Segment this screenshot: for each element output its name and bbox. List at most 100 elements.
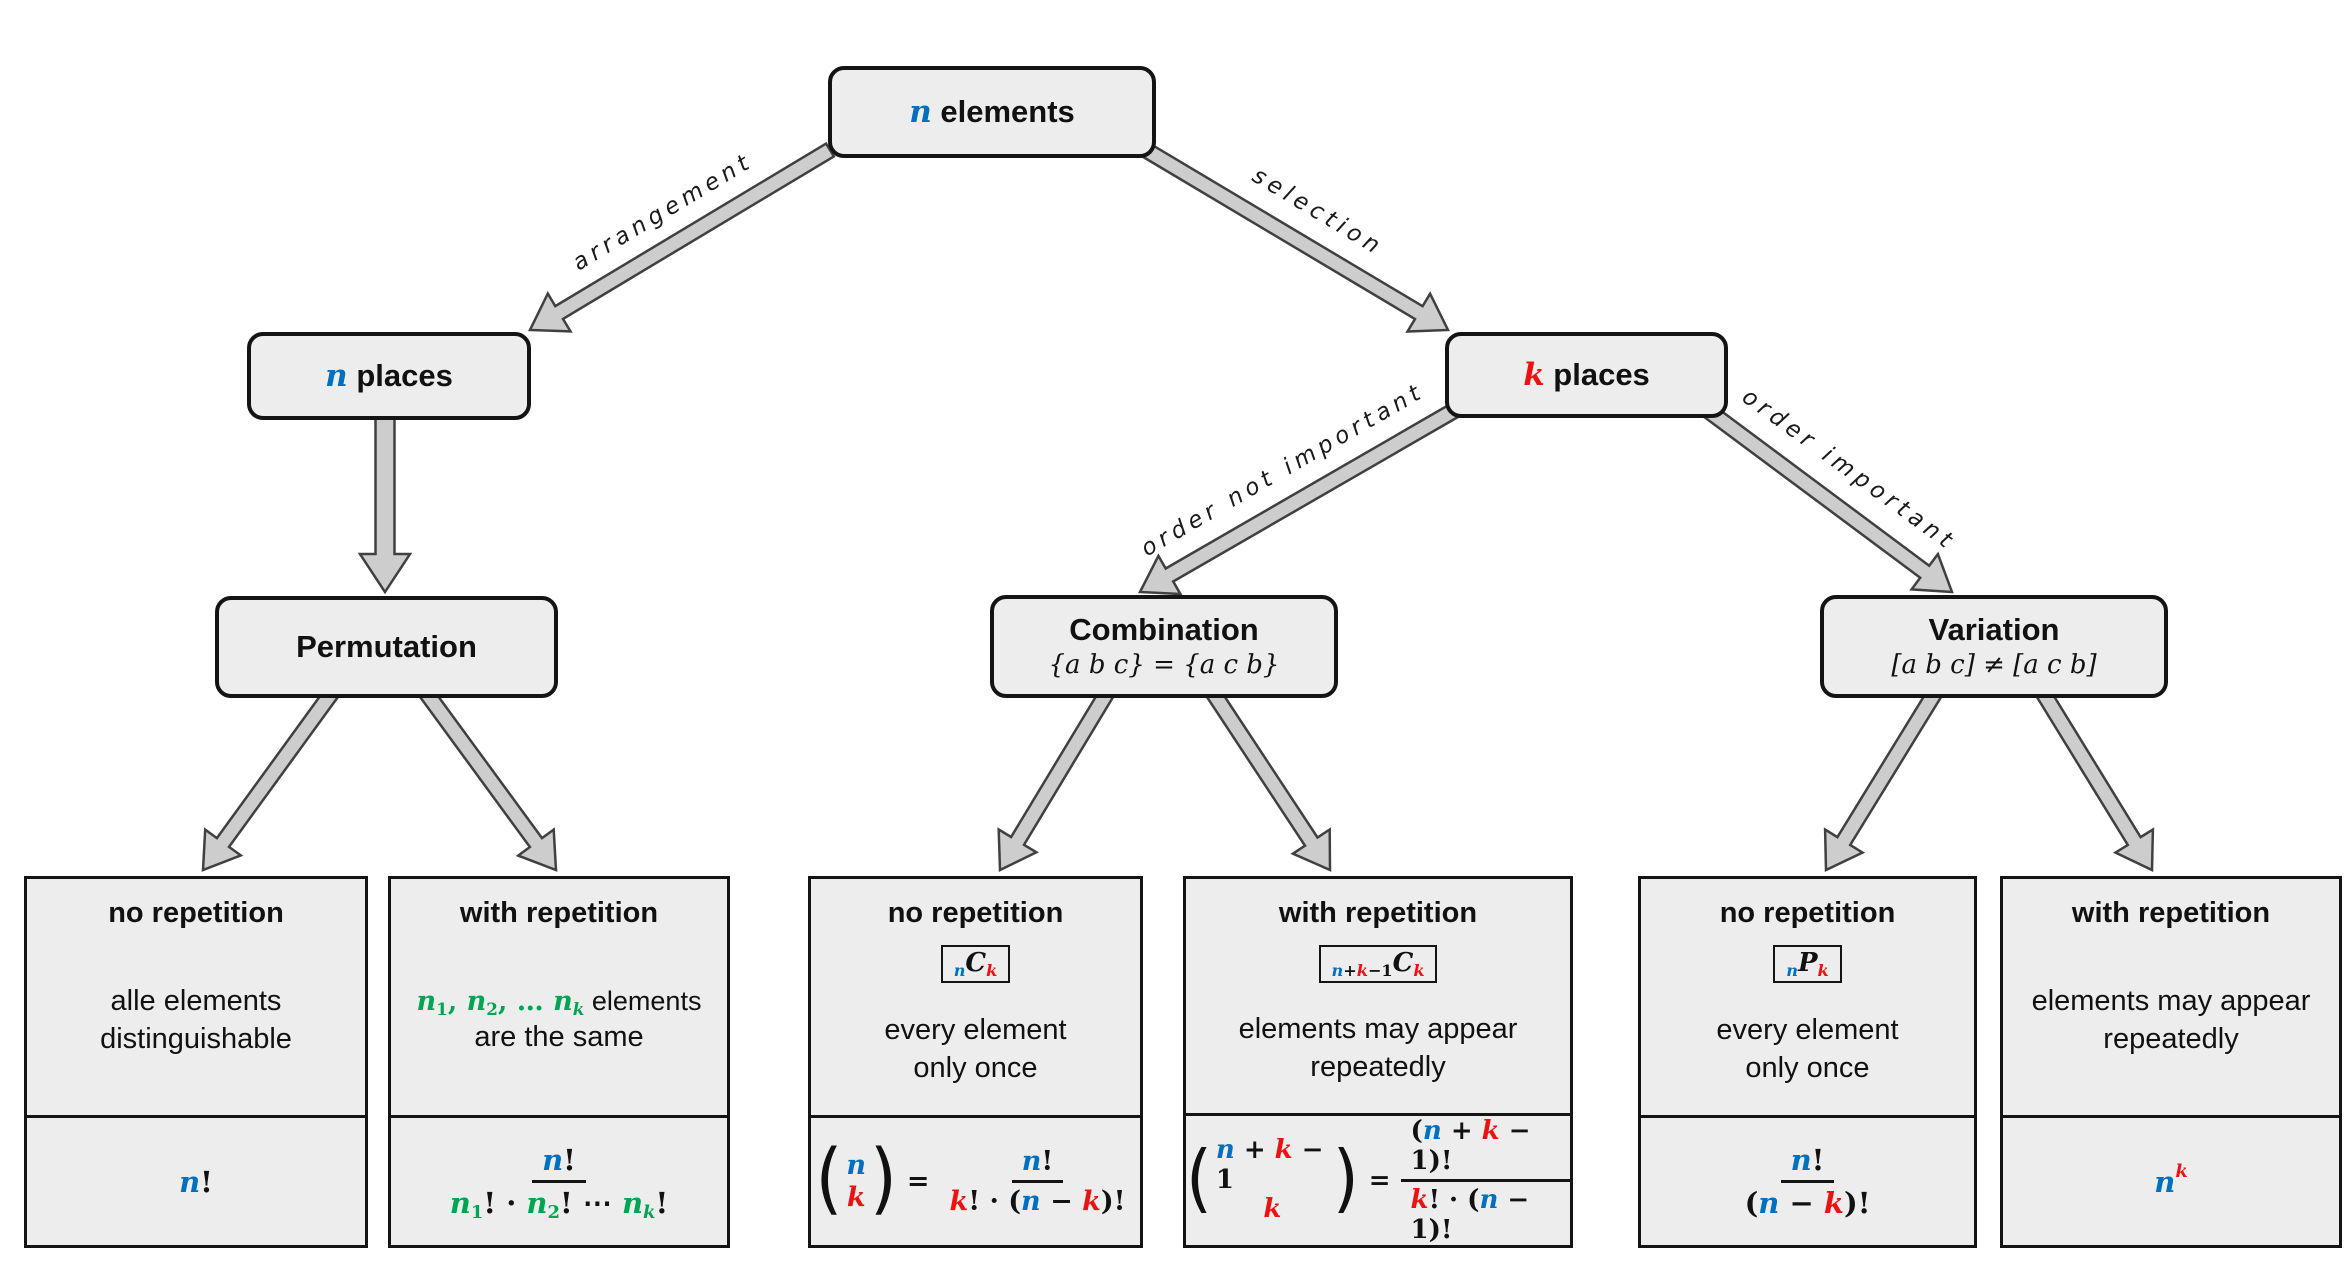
leaf-header: no repetition bbox=[887, 897, 1064, 929]
fraction-numerator: (n + k − 1)! bbox=[1400, 1116, 1570, 1182]
fraction-denominator: n1! · n2! ⋯ nk! bbox=[449, 1186, 669, 1224]
desc-line: repeatedly bbox=[2103, 1022, 2239, 1055]
leaf-header: with repetition bbox=[459, 897, 659, 929]
fraction-numerator: n! bbox=[1011, 1146, 1064, 1183]
badge-nCk: nCk bbox=[940, 945, 1011, 983]
binomial-top: n + k − 1 bbox=[1215, 1134, 1324, 1195]
leaf-upper: with repetition n+k−1Ck elements may app… bbox=[1186, 879, 1570, 1116]
leaf-lower: n! (n − k)! bbox=[1641, 1118, 1974, 1245]
fraction: (n + k − 1)! k! · (n − 1)! bbox=[1400, 1116, 1570, 1245]
node-k-places-label: k places bbox=[1523, 356, 1650, 393]
binomial-coefficient: ( n k ) bbox=[815, 1134, 897, 1225]
binomial-column: n k bbox=[842, 1150, 870, 1212]
leaf-lower: n! n1! · n2! ⋯ nk! bbox=[391, 1118, 727, 1245]
fraction-denominator: k! · (n − 1)! bbox=[1410, 1185, 1530, 1245]
desc-line: elements may appear bbox=[2031, 984, 2311, 1017]
fraction: n! k! · (n − k)! bbox=[940, 1146, 1136, 1217]
node-combination: Combination {a b c} = {a c b} bbox=[990, 595, 1338, 698]
formula-multinomial: n! n1! · n2! ⋯ nk! bbox=[440, 1143, 678, 1224]
leaf-combination-no-repetition: no repetition nCk every element only onc… bbox=[808, 876, 1143, 1248]
node-n-places-label: n places bbox=[325, 357, 453, 394]
node-n-elements: n elements bbox=[828, 66, 1156, 158]
binomial-coefficient: ( n + k − 1 k ) bbox=[1186, 1134, 1359, 1226]
badge-nPk: nPk bbox=[1773, 945, 1842, 983]
leaf-lower: ( n + k − 1 k ) = (n + k − 1)! k! · (n −… bbox=[1186, 1116, 1570, 1245]
leaf-description: every element only once bbox=[1716, 988, 1898, 1115]
desc-line: are the same bbox=[474, 1021, 644, 1054]
badge-row: nCk bbox=[940, 940, 1011, 988]
leaf-description: n1, n2, … nk elements are the same bbox=[417, 930, 702, 1115]
binomial-bottom: k bbox=[846, 1181, 866, 1213]
desc-line: every element bbox=[1716, 1013, 1899, 1046]
leaf-variation-with-repetition: with repetition elements may appear repe… bbox=[2000, 876, 2342, 1248]
desc-line: only once bbox=[1745, 1051, 1870, 1084]
arrow bbox=[1823, 685, 1945, 872]
leaf-upper: no repetition nPk every element only onc… bbox=[1641, 879, 1974, 1118]
formula-binomial: ( n k ) = n! k! · (n − k)! bbox=[815, 1134, 1136, 1225]
leaf-header: with repetition bbox=[2071, 897, 2271, 929]
arrow bbox=[997, 685, 1117, 872]
leaf-combination-with-repetition: with repetition n+k−1Ck elements may app… bbox=[1183, 876, 1573, 1248]
leaf-upper: with repetition n1, n2, … nk elements ar… bbox=[391, 879, 727, 1118]
leaf-lower: n! bbox=[27, 1118, 365, 1245]
node-combination-title: Combination bbox=[1069, 611, 1259, 647]
binomial-top: n bbox=[846, 1150, 867, 1182]
leaf-upper: no repetition alle elements distinguisha… bbox=[27, 879, 365, 1118]
leaf-lower: ( n k ) = n! k! · (n − k)! bbox=[811, 1118, 1140, 1245]
desc-line: elements may appear bbox=[1238, 1012, 1518, 1045]
equals-sign: = bbox=[1368, 1165, 1391, 1196]
close-paren: ) bbox=[1332, 1134, 1359, 1222]
open-paren: ( bbox=[1186, 1134, 1212, 1222]
fraction-numerator: n! bbox=[532, 1143, 586, 1183]
leaf-header: no repetition bbox=[108, 897, 284, 929]
fraction-denominator: k! · (n − k)! bbox=[949, 1186, 1126, 1217]
leaf-permutation-with-repetition: with repetition n1, n2, … nk elements ar… bbox=[388, 876, 730, 1248]
badge-row: n+k−1Ck bbox=[1318, 940, 1438, 988]
desc-line: alle elements bbox=[110, 984, 282, 1017]
node-k-places: k places bbox=[1445, 332, 1728, 418]
arrow bbox=[528, 141, 836, 333]
node-combination-subtitle: {a b c} = {a c b} bbox=[1048, 650, 1280, 681]
fraction-numerator: n! bbox=[1780, 1143, 1835, 1183]
arrow bbox=[357, 410, 413, 595]
formula-n-factorial: n! bbox=[179, 1164, 213, 1199]
arrow bbox=[1138, 397, 1468, 596]
leaf-description: alle elements distinguishable bbox=[100, 930, 292, 1115]
fraction: n! (n − k)! bbox=[1735, 1143, 1881, 1220]
leaf-description: elements may appear repeatedly bbox=[1239, 988, 1518, 1113]
formula-binomial-repetition: ( n + k − 1 k ) = (n + k − 1)! k! · (n −… bbox=[1186, 1116, 1570, 1245]
badge-n-plus-k-minus-1-Ck: n+k−1Ck bbox=[1318, 945, 1438, 983]
binomial-column: n + k − 1 k bbox=[1212, 1134, 1333, 1226]
node-variation-title: Variation bbox=[1928, 611, 2060, 647]
desc-line: only once bbox=[913, 1051, 1038, 1084]
leaf-description: elements may appear repeatedly bbox=[2032, 930, 2311, 1115]
desc-line: distinguishable bbox=[100, 1022, 292, 1055]
leaf-variation-no-repetition: no repetition nPk every element only onc… bbox=[1638, 876, 1977, 1248]
leaf-header: with repetition bbox=[1278, 897, 1478, 929]
leaf-description: every element only once bbox=[884, 988, 1066, 1115]
fraction: n! n1! · n2! ⋯ nk! bbox=[440, 1143, 678, 1224]
close-paren: ) bbox=[870, 1134, 897, 1225]
formula-partial-permutation: n! (n − k)! bbox=[1735, 1143, 1881, 1220]
leaf-upper: with repetition elements may appear repe… bbox=[2003, 879, 2339, 1118]
arrow bbox=[201, 684, 341, 872]
node-variation: Variation [a b c] ≠ [a c b] bbox=[1820, 595, 2168, 698]
desc-line: repeatedly bbox=[1310, 1050, 1446, 1083]
badge-row: nPk bbox=[1773, 940, 1842, 988]
node-variation-subtitle: [a b c] ≠ [a c b] bbox=[1891, 650, 2097, 681]
binomial-bottom: k bbox=[1263, 1194, 1282, 1225]
desc-line: every element bbox=[884, 1013, 1067, 1046]
arrow bbox=[417, 684, 558, 872]
leaf-header: no repetition bbox=[1719, 897, 1896, 929]
node-n-places: n places bbox=[247, 332, 531, 420]
node-n-elements-label: n elements bbox=[909, 93, 1075, 130]
node-permutation-title: Permutation bbox=[296, 628, 477, 664]
node-permutation: Permutation bbox=[215, 596, 558, 698]
open-paren: ( bbox=[815, 1134, 843, 1225]
desc-line-math: n1, n2, … nk elements bbox=[416, 986, 702, 1020]
leaf-upper: no repetition nCk every element only onc… bbox=[811, 879, 1140, 1118]
arrow bbox=[1203, 685, 1332, 872]
